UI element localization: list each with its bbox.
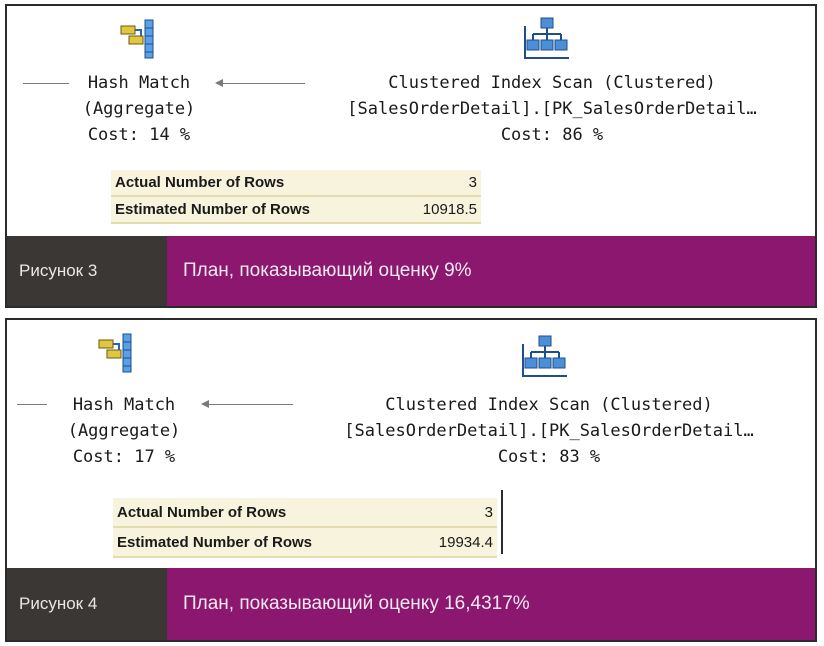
hash-match-cost: Cost: 17 % [72, 447, 176, 467]
hash-match-icon [120, 19, 154, 59]
figure-caption: Рисунок 3 План, показывающий оценку 9% [7, 236, 815, 306]
tooltip-label: Estimated Number of Rows [115, 201, 311, 218]
hash-match-cost: Cost: 14 % [87, 125, 191, 145]
tooltip-row-actual: Actual Number of Rows 3 [113, 498, 497, 528]
figure-number: Рисунок 4 [7, 568, 167, 640]
figure-panel-3: Hash Match (Aggregate) Cost: 14 % Cluste… [5, 4, 817, 308]
index-scan-cost: Cost: 86 % [500, 125, 604, 145]
rows-tooltip: Actual Number of Rows 3 Estimated Number… [113, 498, 497, 558]
tooltip-edge-divider [501, 490, 503, 554]
hash-match-operator[interactable]: Hash Match (Aggregate) Cost: 17 % [49, 392, 199, 470]
flow-arrow-line [209, 404, 293, 405]
index-scan-title: Clustered Index Scan (Clustered) [385, 395, 713, 415]
index-scan-title: Clustered Index Scan (Clustered) [388, 73, 716, 93]
tooltip-row-estimated: Estimated Number of Rows 19934.4 [113, 528, 497, 558]
figure-number: Рисунок 3 [7, 236, 167, 306]
hash-match-icon [98, 333, 132, 373]
outgoing-arrow-line [17, 404, 47, 405]
tooltip-label: Actual Number of Rows [115, 174, 285, 191]
index-scan-cost: Cost: 83 % [497, 447, 601, 467]
tooltip-row-actual: Actual Number of Rows 3 [111, 170, 481, 197]
arrow-head [215, 79, 223, 87]
hash-match-subtitle: (Aggregate) [67, 421, 181, 441]
tooltip-value: 3 [484, 503, 493, 521]
hash-match-title: Hash Match [87, 73, 191, 93]
hash-match-title: Hash Match [72, 395, 176, 415]
clustered-index-scan-icon [524, 17, 569, 59]
figure-caption-text: План, показывающий оценку 9% [167, 236, 815, 306]
tooltip-value: 3 [468, 174, 477, 191]
tooltip-row-estimated: Estimated Number of Rows 10918.5 [111, 197, 481, 224]
outgoing-arrow-line [23, 83, 69, 84]
tooltip-value: 10918.5 [422, 201, 477, 218]
tooltip-label: Estimated Number of Rows [117, 533, 313, 551]
figure-caption-text: План, показывающий оценку 16,4317% [167, 568, 815, 640]
index-scan-object: [SalesOrderDetail].[PK_SalesOrderDetail… [347, 99, 757, 119]
tooltip-label: Actual Number of Rows [117, 503, 287, 521]
figure-caption: Рисунок 4 План, показывающий оценку 16,4… [7, 568, 815, 640]
index-scan-operator[interactable]: Clustered Index Scan (Clustered) [SalesO… [307, 70, 797, 148]
rows-tooltip: Actual Number of Rows 3 Estimated Number… [111, 170, 481, 224]
hash-match-operator[interactable]: Hash Match (Aggregate) Cost: 14 % [69, 70, 209, 148]
clustered-index-scan-icon [522, 335, 567, 377]
hash-match-subtitle: (Aggregate) [82, 99, 196, 119]
flow-arrow-line [223, 83, 305, 84]
index-scan-object: [SalesOrderDetail].[PK_SalesOrderDetail… [344, 421, 754, 441]
tooltip-value: 19934.4 [438, 533, 493, 551]
index-scan-operator[interactable]: Clustered Index Scan (Clustered) [SalesO… [299, 392, 799, 470]
figure-panel-4: Hash Match (Aggregate) Cost: 17 % Cluste… [5, 318, 817, 642]
arrow-head [201, 400, 209, 408]
